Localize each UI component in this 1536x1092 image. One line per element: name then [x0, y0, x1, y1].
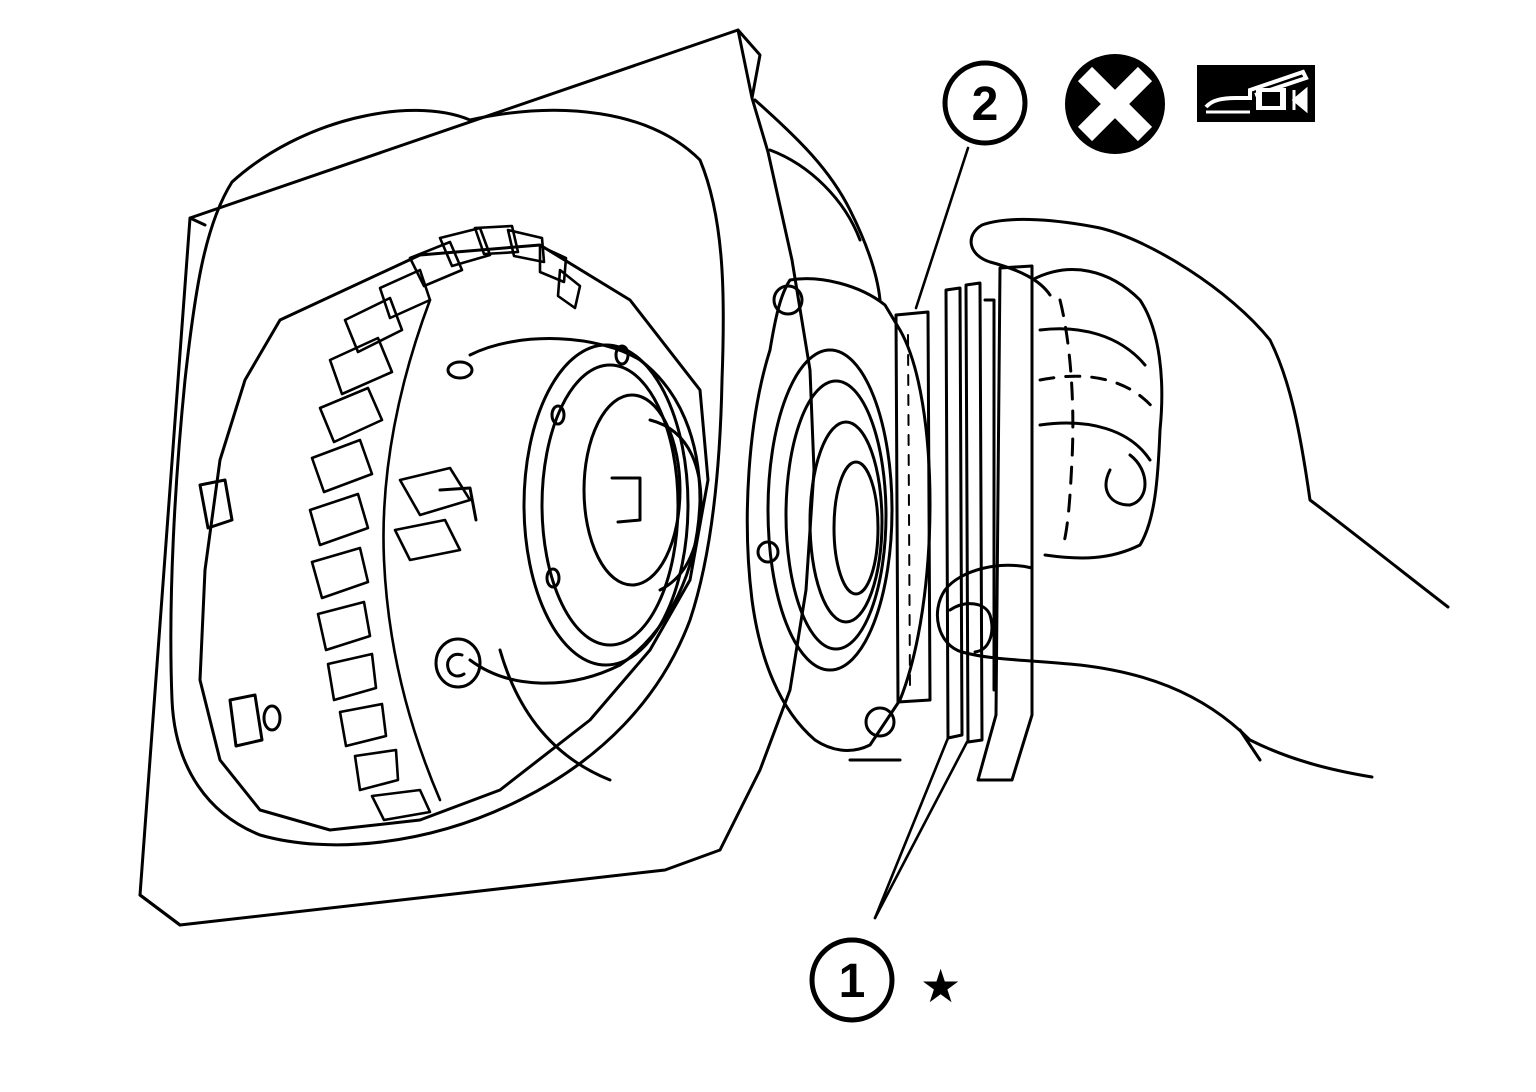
- callout-2-label: 2: [972, 78, 999, 131]
- ring-gear: [308, 224, 582, 822]
- differential-case: [434, 337, 703, 782]
- leader-line-1a: [873, 736, 950, 920]
- sealant-tube-icon: [1197, 65, 1315, 122]
- callout-1-label: 1: [839, 955, 866, 1008]
- leader-line-1b: [873, 740, 969, 920]
- star-marker: ★: [920, 959, 961, 1013]
- hand: [936, 217, 1450, 779]
- circle-x-icon: [1065, 54, 1165, 154]
- callout-1: 1 ★: [809, 937, 961, 1023]
- leader-lines: [873, 146, 970, 920]
- side-retainer: [745, 277, 932, 762]
- leader-line-2: [914, 146, 970, 310]
- callout-2: 2: [942, 60, 1028, 146]
- shim-stack: [894, 264, 1034, 782]
